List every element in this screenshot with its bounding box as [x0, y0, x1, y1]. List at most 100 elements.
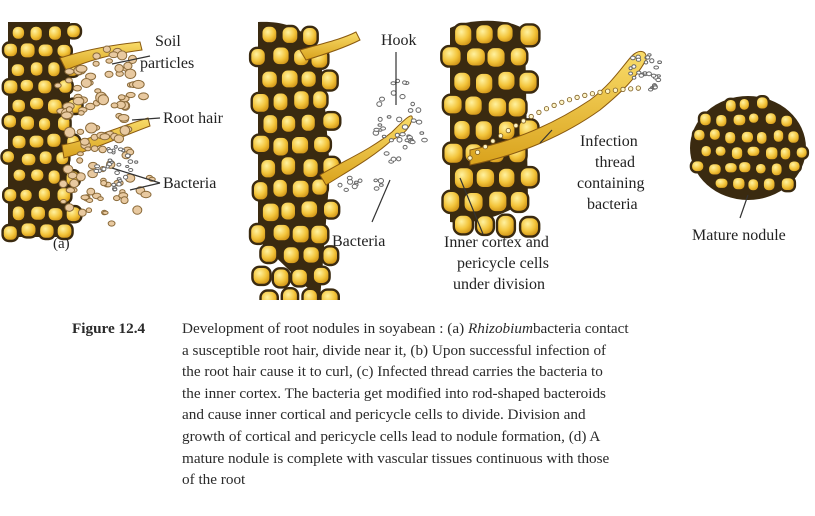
thread-bacterium — [482, 144, 488, 150]
plant-cell — [36, 185, 53, 204]
plant-cell — [45, 59, 62, 79]
soil-particle — [99, 133, 111, 141]
plant-cell — [36, 42, 56, 59]
soil-particle — [108, 51, 119, 59]
plant-cell — [271, 222, 292, 243]
bacterium — [134, 160, 139, 164]
plant-cell — [299, 112, 318, 134]
plant-cell — [28, 167, 46, 184]
thread-bacterium — [605, 88, 611, 94]
plant-cell — [301, 244, 322, 265]
bacterium — [105, 164, 110, 169]
thread-bacterium — [551, 102, 557, 109]
infection-thread — [467, 85, 641, 161]
plant-cell — [27, 95, 46, 112]
root-nodule-diagram: Soil particles Root hair Bacteria (a) Ho… — [0, 20, 810, 300]
soil-particle — [77, 208, 87, 217]
soil-particle — [114, 64, 124, 73]
thread-bacterium — [490, 138, 496, 144]
plant-cell — [259, 69, 280, 90]
bacterium — [394, 132, 400, 138]
bacterium — [118, 179, 123, 183]
bacterium — [127, 159, 134, 164]
plant-cell — [281, 244, 302, 266]
caption-rhizobium: Rhizobium — [467, 320, 533, 337]
thread-bacterium — [505, 128, 511, 134]
soil-particle — [65, 187, 76, 194]
soil-particle — [92, 60, 100, 67]
soil-particle — [102, 45, 112, 53]
plant-cell — [754, 94, 770, 111]
label-bacteria-b: Bacteria — [332, 233, 385, 250]
soil-particle — [116, 50, 128, 61]
plant-cell — [290, 178, 312, 200]
plant-cell — [250, 133, 272, 155]
plant-cell — [786, 159, 803, 174]
bacterium — [116, 162, 122, 167]
plant-cell — [270, 45, 292, 67]
label-infection: Infection — [580, 133, 638, 150]
plant-cell — [441, 93, 464, 116]
plant-cell — [291, 88, 312, 112]
soil-particle — [92, 52, 101, 60]
plant-cell — [778, 113, 795, 129]
label-soil: Soil — [155, 33, 181, 50]
bacterium — [631, 75, 637, 80]
soil-particle — [80, 194, 90, 201]
bacterium — [112, 187, 118, 192]
bacterium — [652, 85, 658, 90]
caption-title: Figure 12.4 — [72, 320, 146, 337]
bacterium — [123, 174, 129, 180]
label-thread: thread — [595, 154, 635, 171]
plant-cell — [319, 288, 340, 300]
plant-cell — [321, 199, 341, 220]
bacterium — [109, 160, 114, 164]
soil-particle — [77, 110, 85, 116]
plant-cell — [763, 110, 779, 127]
soil-particle — [98, 145, 107, 154]
bacterium — [407, 108, 414, 113]
plant-cell — [64, 23, 83, 40]
caption-line-7: mature nodule is complete with vascular … — [182, 449, 610, 467]
plant-cell — [486, 95, 509, 119]
plant-cell — [279, 113, 298, 135]
plant-cell — [259, 243, 279, 265]
plant-cell — [451, 70, 473, 93]
soil-particle — [138, 92, 149, 101]
plant-cell — [442, 141, 465, 166]
plant-cell — [271, 91, 290, 113]
plant-cell — [290, 223, 312, 245]
bacterium — [117, 147, 124, 152]
soil-particle — [72, 84, 82, 92]
thread-bacterium — [612, 87, 619, 93]
bacterium — [378, 183, 384, 187]
plant-cell — [251, 265, 272, 287]
plant-cell — [301, 156, 321, 180]
plant-cell — [308, 223, 330, 246]
plant-cell — [769, 161, 784, 178]
bacterium — [116, 181, 122, 187]
soil-particle — [125, 91, 136, 99]
plant-cell — [495, 213, 517, 239]
thread-bacterium — [566, 97, 573, 103]
plant-cell — [713, 144, 728, 159]
bacterium — [346, 175, 353, 181]
plant-cell — [473, 118, 495, 143]
thread-bacterium — [574, 94, 580, 101]
plant-cell — [697, 111, 714, 128]
thread-bacterium — [467, 155, 473, 161]
plant-cell — [785, 128, 802, 146]
plant-cell — [279, 68, 301, 90]
plant-cell — [10, 24, 27, 42]
label-panel-a: (a) — [53, 236, 70, 252]
plant-cell — [289, 134, 311, 156]
label-bacteria-c: bacteria — [587, 196, 638, 213]
plant-cell — [46, 167, 63, 187]
bacterium — [399, 132, 406, 137]
caption-line-4: the inner cortex. The bacteria get modif… — [182, 384, 606, 402]
plant-cell — [761, 176, 777, 193]
plant-cell — [737, 96, 752, 113]
plant-cell — [18, 41, 37, 60]
soil-particle — [84, 146, 92, 152]
figure-caption: Figure 12.4 Development of root nodules … — [72, 318, 772, 491]
